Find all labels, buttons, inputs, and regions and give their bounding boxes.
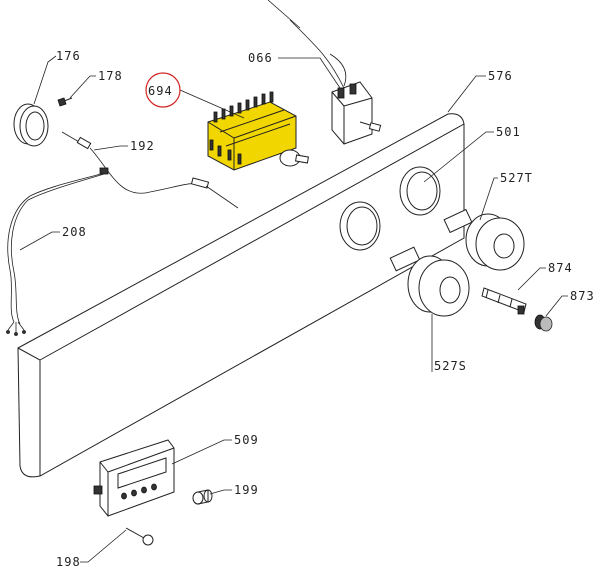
label-576: 576 (488, 69, 513, 83)
part-694-selector-switch[interactable] (207, 91, 310, 171)
label-176: 176 (56, 49, 81, 63)
part-178-screw[interactable] (57, 97, 73, 107)
part-576-control-panel[interactable] (17, 113, 465, 478)
label-501: 501 (496, 125, 521, 139)
part-527s-knob[interactable] (389, 246, 470, 317)
part-527t-knob[interactable] (443, 208, 525, 271)
part-199-spacer[interactable] (192, 489, 213, 505)
label-527s: 527S (434, 359, 467, 373)
part-501-knob-bezel[interactable] (399, 166, 441, 216)
leader-lines (19, 55, 568, 563)
part-066-thermostat[interactable] (267, 0, 382, 145)
part-192-probe[interactable] (61, 131, 239, 209)
part-509-timer-display[interactable] (93, 439, 175, 517)
label-199: 199 (234, 483, 259, 497)
part-198-pin[interactable] (125, 527, 154, 546)
label-208: 208 (62, 225, 87, 239)
part-208-wiring-harness[interactable] (6, 167, 109, 336)
label-066: 066 (248, 51, 273, 65)
part-874-bracket[interactable] (481, 287, 527, 315)
label-694: 694 (148, 84, 173, 98)
label-527t: 527T (500, 171, 533, 185)
label-198: 198 (56, 555, 81, 567)
part-labels: 176 178 694 066 576 192 501 527T 208 874… (56, 49, 595, 567)
label-874: 874 (548, 261, 573, 275)
label-192: 192 (130, 139, 155, 153)
label-873: 873 (570, 289, 595, 303)
label-509: 509 (234, 433, 259, 447)
callout-circle-694 (145, 72, 181, 108)
panel-hole-left (339, 201, 381, 251)
label-178: 178 (98, 69, 123, 83)
part-176-bezel-ring[interactable] (13, 103, 49, 147)
part-873-small-knob[interactable] (534, 314, 553, 332)
